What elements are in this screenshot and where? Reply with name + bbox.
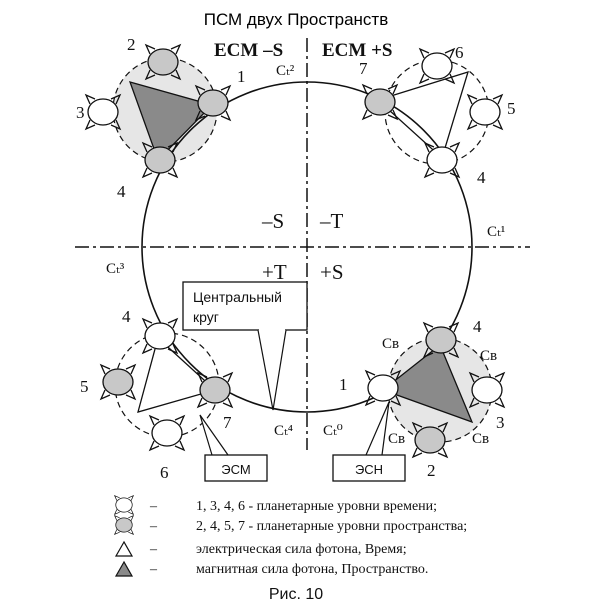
time-level-icon [114,495,134,515]
esm-callout-box [204,454,268,482]
label-br-3: 3 [496,413,505,432]
header-right: ЕСМ +S [322,40,392,61]
label-tl-4: 4 [117,182,126,201]
electric-triangle-top-right [376,71,469,160]
time-level-node-5 [467,94,503,130]
label-cv-1: Св [382,336,399,352]
label-tl-2: 2 [127,35,136,54]
label-tr-4: 4 [477,168,486,187]
central-circle-label-line2: круг [193,309,219,325]
quadrant-bottom-left: +T [262,260,287,284]
time-level-node-4-bl [142,318,178,354]
legend-text-2: 2, 4, 5, 7 - планетарные уровни простран… [196,519,467,534]
space-level-node-7 [362,84,398,120]
label-bl-7: 7 [223,413,232,432]
central-circle-callout-box [182,281,308,331]
label-ct3: Сₜ³ [106,261,125,277]
legend-text-1: 1, 3, 4, 6 - планетарные уровни времени; [196,499,437,514]
legend-dash-3: – [149,542,158,557]
figure-title: ПСМ двух Пространств [204,10,389,29]
label-tl-1: 1 [237,67,246,86]
magnetic-triangle-bottom-right [381,343,474,424]
central-circle-callout-pointer [257,329,287,411]
label-cv-4: Св [472,431,489,447]
legend-text-3: электрическая сила фотона, Время; [196,542,407,557]
label-bl-4: 4 [122,307,131,326]
label-tr-7: 7 [359,59,368,78]
label-tl-3: 3 [76,103,85,122]
magnetic-force-icon [114,560,134,577]
legend-dash-1: – [149,499,158,514]
label-ct2: Сₜ² [276,63,295,79]
label-tr-6: 6 [455,43,464,62]
legend-dash-2: – [149,519,158,534]
electric-force-icon [114,540,134,557]
label-tr-5: 5 [507,99,516,118]
esn-callout-pointer [365,401,390,456]
label-br-4: 4 [473,317,482,336]
central-circle-label-line1: Центральный [193,289,282,305]
label-br-1: 1 [339,375,348,394]
label-bl-6: 6 [160,463,169,482]
label-ct1: Сₜ¹ [487,224,505,240]
label-cv-3: Св [388,431,405,447]
space-level-node-5-bl [100,364,136,400]
magnetic-triangle-top-left [128,81,214,162]
esn-callout-box [332,454,406,482]
time-level-node-6-bl [149,415,185,451]
esm-callout-pointer [199,414,229,456]
label-cv-2: Св [480,348,497,364]
header-left: ЕСМ –S [214,40,283,61]
space-level-node-7-bl [197,372,233,408]
legend-dash-4: – [149,562,158,577]
space-level-icon [114,515,134,535]
esm-label: ЭСМ [221,462,250,477]
electric-triangle-bottom-left [137,336,217,413]
quadrant-top-right: –T [319,209,344,233]
label-ct0: Сₜ⁰ [323,423,343,439]
label-bl-5: 5 [80,377,89,396]
esn-label: ЭСН [355,462,383,477]
quadrant-top-left: –S [261,209,284,233]
label-br-2: 2 [427,461,436,480]
legend-text-4: магнитная сила фотона, Пространство. [196,562,428,577]
quadrant-bottom-right: +S [320,260,344,284]
figure-caption: Рис. 10 [269,586,323,603]
label-ct4: Сₜ⁴ [274,423,293,439]
legend: – 1, 3, 4, 6 - планетарные уровни времен… [114,495,467,577]
